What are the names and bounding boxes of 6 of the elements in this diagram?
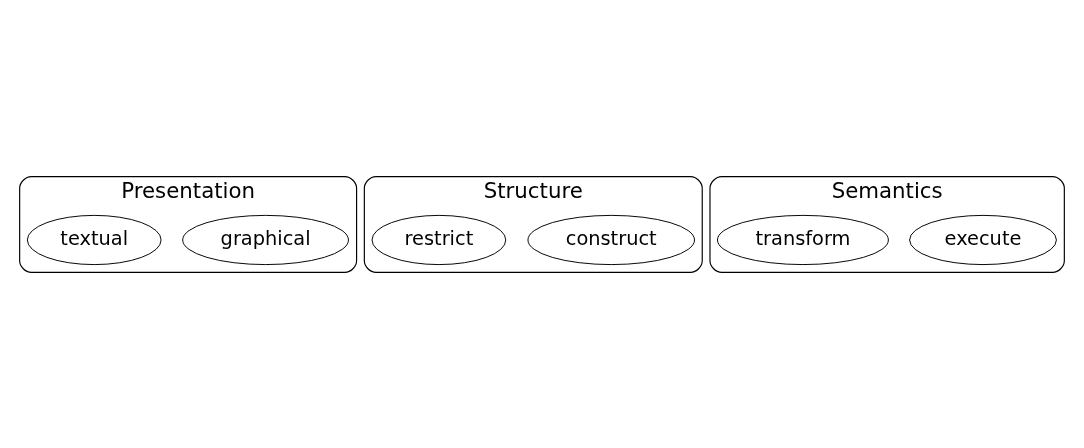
node-ellipse: textual: [26, 214, 162, 265]
node-ellipse: graphical: [182, 214, 349, 265]
node-ellipse: restrict: [371, 214, 507, 265]
node-ellipse: transform: [716, 214, 889, 265]
node-ellipse: construct: [527, 214, 695, 265]
node-ellipse: execute: [909, 214, 1057, 265]
